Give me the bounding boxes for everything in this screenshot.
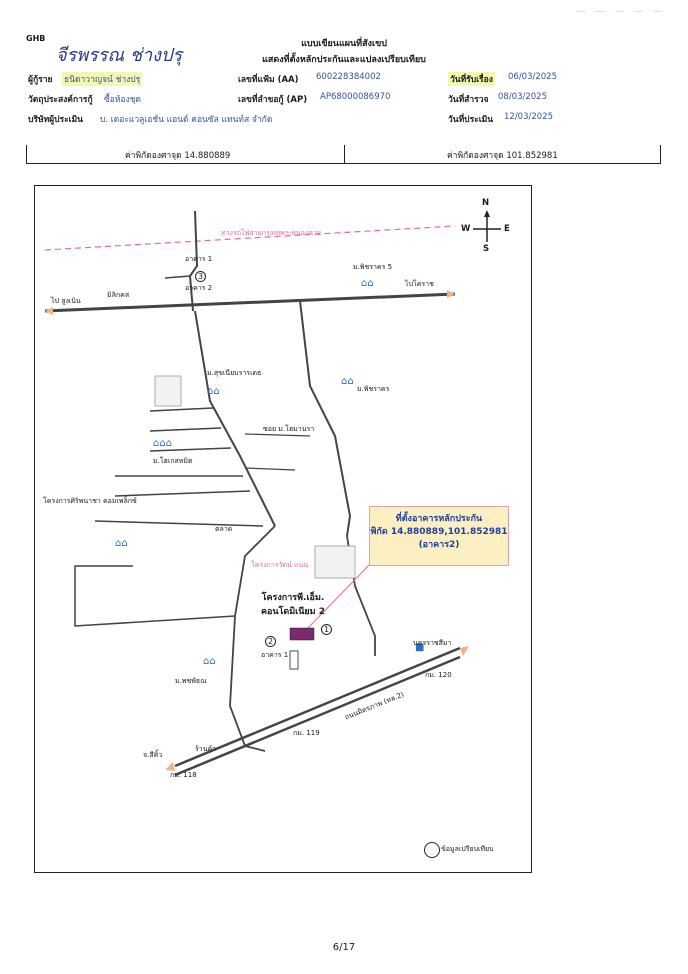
compass-south: S	[483, 244, 490, 254]
marker-1: 1	[321, 624, 333, 635]
soi-label: ซอย ม.โฮมานรา	[263, 425, 315, 433]
form-code: GHB	[26, 34, 46, 43]
to-korat-bottom: นครราชสีมา	[413, 639, 452, 647]
account-label: เลขที่แฟ้ม (AA)	[238, 75, 299, 85]
ap-label: เลขที่ลำขอกู้ (AP)	[238, 95, 308, 105]
ap-value: AP68000086970	[320, 92, 391, 102]
location-map: ⌂⌂ ⌂⌂ ⌂⌂ ⌂⌂⌂ ⌂⌂ ⌂⌂ ■ N S E W ทางรถไฟสายก…	[34, 185, 532, 873]
map-roads	[44, 210, 501, 777]
doc-title: แบบเขียนแผนที่สังเขป	[301, 39, 387, 49]
km-120-label: กม. 120	[425, 671, 452, 679]
longitude-label: ค่าพิกัดองศาจุด 101.852981	[447, 151, 558, 161]
collateral-callout: ที่ตั้งอาคารหลักประกัน พิกัด 14.880889,1…	[369, 506, 509, 566]
legend-circle-icon	[424, 842, 440, 858]
handwritten-signature: จีรพรรณ ช่างปรุ	[56, 45, 183, 66]
account-value: 600228384002	[316, 72, 381, 82]
borrower-value: ธนิดาวาญจน์ ช่างปรุ	[62, 72, 143, 86]
project-2-label: โครงการวัตน์ แน่น	[251, 561, 309, 569]
to-korat-top: ไปโคราช	[405, 280, 434, 288]
house-icon: ⌂⌂	[115, 538, 128, 549]
doc-subtitle: แสดงที่ตั้งหลักประกันและแปลงเปรียบเทียบ	[262, 55, 426, 65]
company-value: บ. เดอะแวลูเอชั่น แอนด์ คอนซัล แทนท์ส จำ…	[100, 115, 273, 125]
village-2-label: ม.สุขเนียบรารเดธ	[207, 369, 262, 377]
house-icon: ⌂⌂	[361, 278, 374, 289]
house-icon: ⌂⌂	[341, 376, 354, 387]
bldg1-label: อาคาร 1	[261, 651, 289, 659]
compass-north: N	[482, 198, 490, 208]
marker-2: 2	[265, 636, 277, 647]
company-label: บริษัทผู้ประเมิน	[28, 115, 83, 125]
callout-building: (อาคาร2)	[418, 540, 460, 550]
village-4-label: ม.โฮเกสหมิต	[153, 457, 193, 465]
house-icon: ⌂⌂⌂	[153, 438, 173, 449]
marker-icon: ■	[415, 642, 425, 653]
survey-value: 08/03/2025	[498, 92, 547, 102]
compass-east: E	[504, 224, 510, 234]
callout-title: ที่ตั้งอาคารหลักประกัน	[395, 514, 483, 524]
marker-3: 3	[195, 271, 207, 282]
received-value: 06/03/2025	[508, 72, 557, 82]
purpose-label: วัตถุประสงค์การกู้	[28, 95, 93, 105]
to-sikhio-bottom: จ.สีคิ้ว	[143, 751, 163, 759]
page-watermark: — — — — —	[576, 6, 666, 17]
borrower-label: ผู้กู้ราย	[28, 75, 53, 85]
purpose-value: ซื้อห้องชุด	[104, 95, 142, 105]
bldg2-top-label: อาคาร 2	[185, 284, 213, 292]
village-5-label: ม.พชพัธณ	[175, 677, 207, 685]
compass-west: W	[461, 224, 471, 234]
km-119-label: กม. 119	[293, 729, 320, 737]
appraise-label: วันที่ประเมิน	[448, 115, 494, 125]
received-label: วันที่รับเรื่อง	[448, 72, 495, 86]
shop-label: ร้านค้า	[195, 745, 217, 753]
condo-title-2: คอนโดมิเนียม 2	[260, 607, 326, 617]
condo-title-1: โครงการพี.เอ็ม.	[261, 593, 325, 603]
village-1-label: ม.พิชราคร 5	[353, 263, 393, 271]
coordinate-divider	[344, 145, 345, 163]
village-3-label: ม.พิชราคร	[357, 385, 390, 393]
bldg1-top-label: อาคาร 1	[185, 255, 213, 263]
to-sikhio-top: ไป สูงเนิน	[51, 297, 81, 305]
legend-label: ข้อมูลเปรียบเทียบ	[441, 845, 494, 853]
project-1-label: โครงการศิริพนาชา คอมเพล็กซ์	[43, 497, 137, 505]
page-number: 6/17	[332, 942, 356, 953]
mansion-label: มิลิกคส	[107, 291, 130, 299]
km-118-label: กม. 118	[170, 771, 197, 779]
appraise-value: 12/03/2025	[504, 112, 553, 122]
callout-coordinates: พิกัด 14.880889,101.852981	[370, 527, 508, 537]
coordinate-bar: ค่าพิกัดองศาจุด 14.880889 ค่าพิกัดองศาจุ…	[26, 145, 661, 164]
house-icon: ⌂⌂	[203, 656, 216, 667]
market-label: ตลาด	[215, 525, 233, 533]
railway-label: ทางรถไฟสายกรุงเทพฯ-หนองคาย	[221, 229, 321, 237]
survey-label: วันที่สำรวจ	[448, 95, 489, 105]
latitude-label: ค่าพิกัดองศาจุด 14.880889	[125, 151, 231, 161]
house-icon: ⌂⌂	[207, 386, 220, 397]
